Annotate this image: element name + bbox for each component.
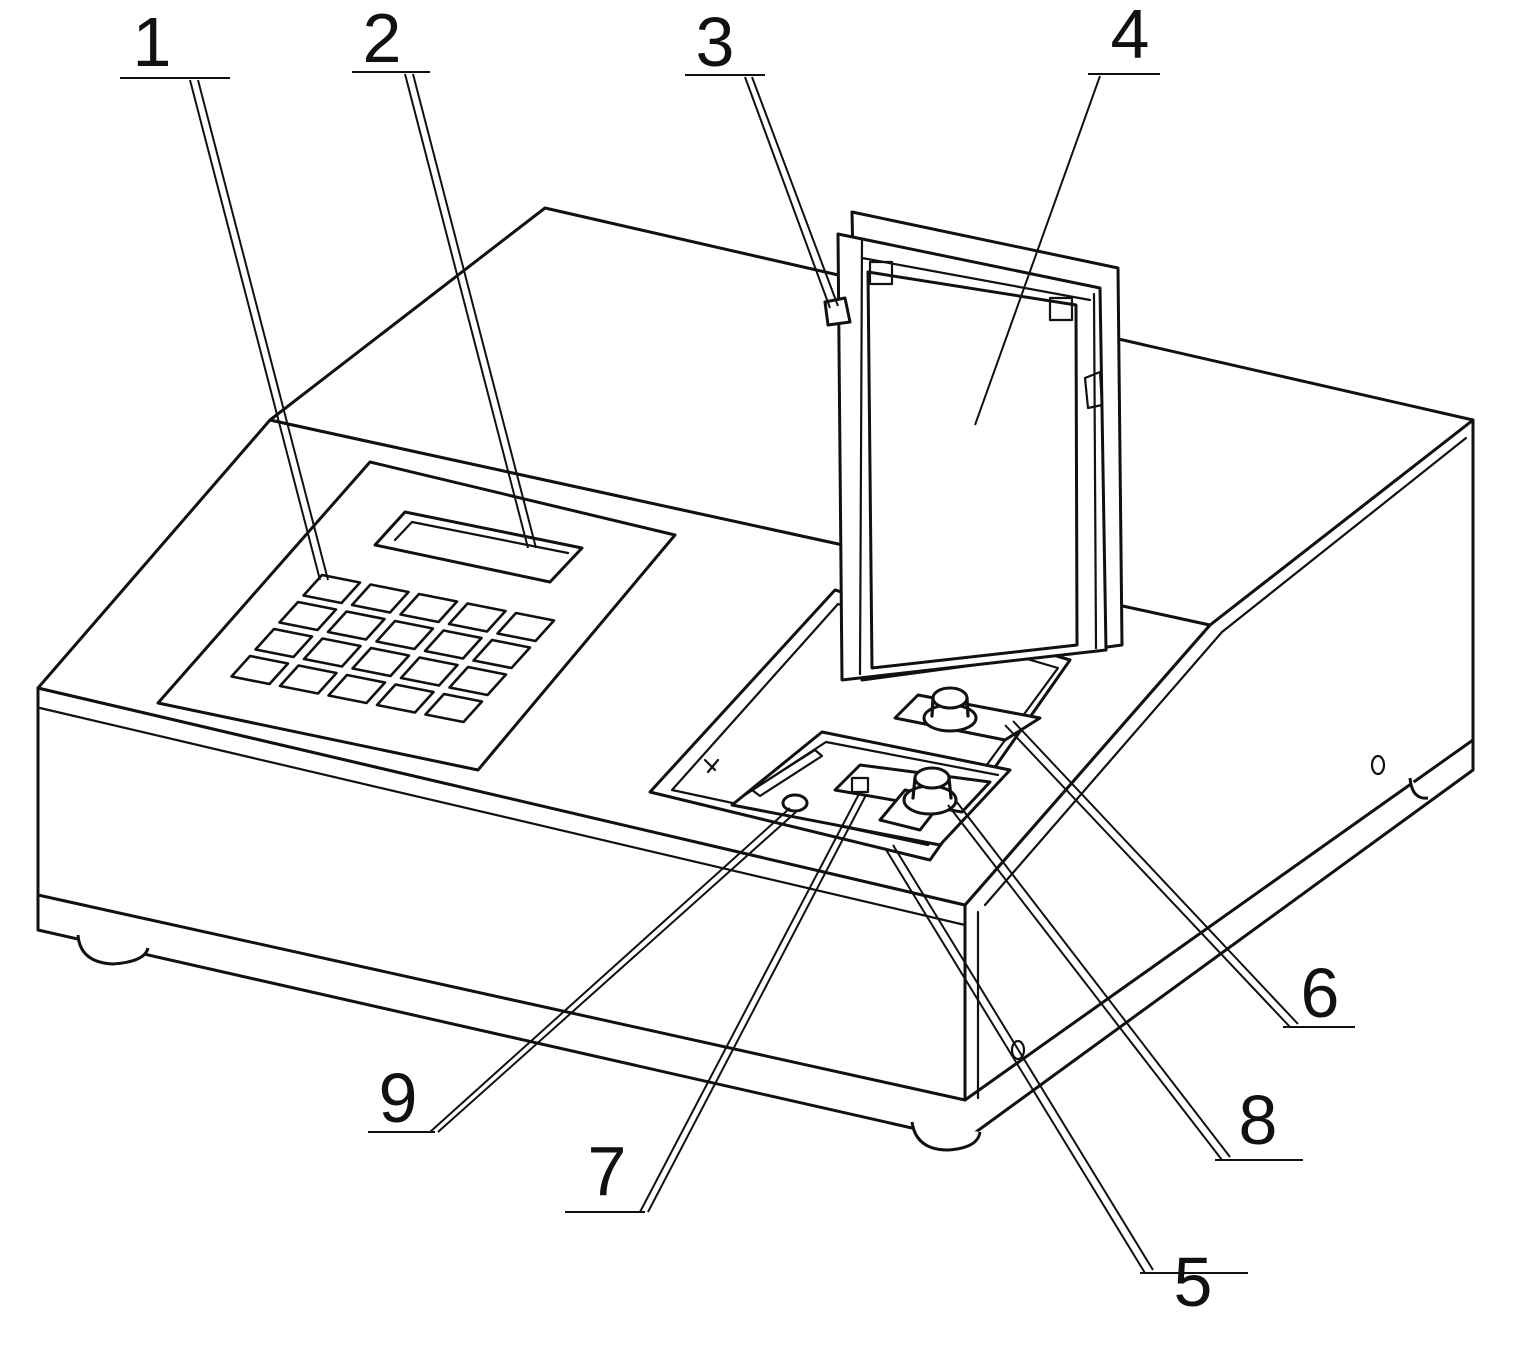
leader-3 bbox=[685, 74, 839, 309]
keypad-key bbox=[302, 573, 362, 605]
lens-rear-body bbox=[930, 696, 970, 718]
foot-right bbox=[1408, 777, 1429, 800]
lid-top-rail bbox=[860, 256, 1092, 302]
foot-front bbox=[910, 1121, 982, 1152]
leader-2 bbox=[352, 71, 537, 549]
keypad-key bbox=[472, 638, 532, 670]
callout-6: 6 bbox=[1301, 954, 1340, 1032]
keypad-key bbox=[230, 654, 290, 686]
display-inner-line bbox=[393, 520, 570, 555]
keypad-key bbox=[448, 665, 508, 697]
rim-screw bbox=[703, 758, 720, 774]
front-edge-line bbox=[38, 706, 967, 927]
keypad-key bbox=[399, 592, 459, 624]
keypad-key bbox=[423, 629, 483, 660]
keypad-key bbox=[326, 610, 386, 641]
keypad-key bbox=[375, 683, 435, 714]
keypad-key bbox=[302, 637, 362, 668]
keypad-key bbox=[254, 627, 314, 659]
lid-side-rails bbox=[858, 238, 1098, 676]
lid-hinge-left bbox=[868, 260, 894, 286]
screw-side bbox=[1370, 754, 1386, 776]
lid-inner-panel bbox=[866, 270, 1079, 670]
keypad-key bbox=[496, 611, 556, 643]
leader-4 bbox=[974, 73, 1160, 426]
leader-1 bbox=[120, 77, 329, 581]
callout-7: 7 bbox=[588, 1132, 627, 1210]
lid-hinge-right bbox=[1048, 296, 1074, 322]
leader-6 bbox=[1004, 720, 1355, 1028]
leader-7 bbox=[565, 791, 867, 1213]
keypad-key bbox=[375, 619, 435, 651]
callout-numbers: 1 2 3 4 5 6 7 8 9 bbox=[133, 0, 1340, 1321]
lens-front-base bbox=[902, 784, 958, 816]
leader-8 bbox=[947, 800, 1303, 1161]
lens-front-body bbox=[911, 776, 953, 800]
callout-9: 9 bbox=[379, 1059, 418, 1137]
leader-lines bbox=[120, 71, 1355, 1274]
release-knob bbox=[781, 793, 809, 813]
keypad-key bbox=[399, 656, 459, 687]
keypad-panel bbox=[156, 460, 677, 772]
display-window bbox=[373, 510, 584, 584]
callout-8: 8 bbox=[1239, 1081, 1278, 1159]
keypad-key bbox=[278, 600, 338, 632]
keypad-key bbox=[327, 673, 387, 705]
callout-5: 5 bbox=[1174, 1243, 1213, 1321]
keypad-key bbox=[350, 583, 410, 614]
callout-2: 2 bbox=[363, 0, 402, 77]
keypad-key bbox=[447, 602, 507, 633]
keypad-keys bbox=[230, 573, 556, 724]
lid-latch bbox=[823, 296, 852, 327]
callout-1: 1 bbox=[133, 3, 172, 81]
keypad-key bbox=[351, 646, 411, 678]
lid-open bbox=[823, 210, 1124, 682]
callout-4: 4 bbox=[1111, 0, 1150, 73]
lid-clip-right bbox=[1083, 370, 1104, 410]
leader-5 bbox=[884, 844, 1248, 1274]
screw-front bbox=[1010, 1039, 1026, 1061]
lens-front-top bbox=[913, 766, 951, 790]
keypad-key bbox=[278, 664, 338, 695]
tray-slot bbox=[750, 748, 824, 798]
leader-9 bbox=[368, 807, 797, 1133]
foot-left bbox=[76, 934, 150, 966]
keypad-key bbox=[424, 692, 484, 724]
lens-rear-top bbox=[931, 686, 969, 710]
callout-3: 3 bbox=[696, 3, 735, 81]
side-edge-line bbox=[983, 436, 1468, 907]
